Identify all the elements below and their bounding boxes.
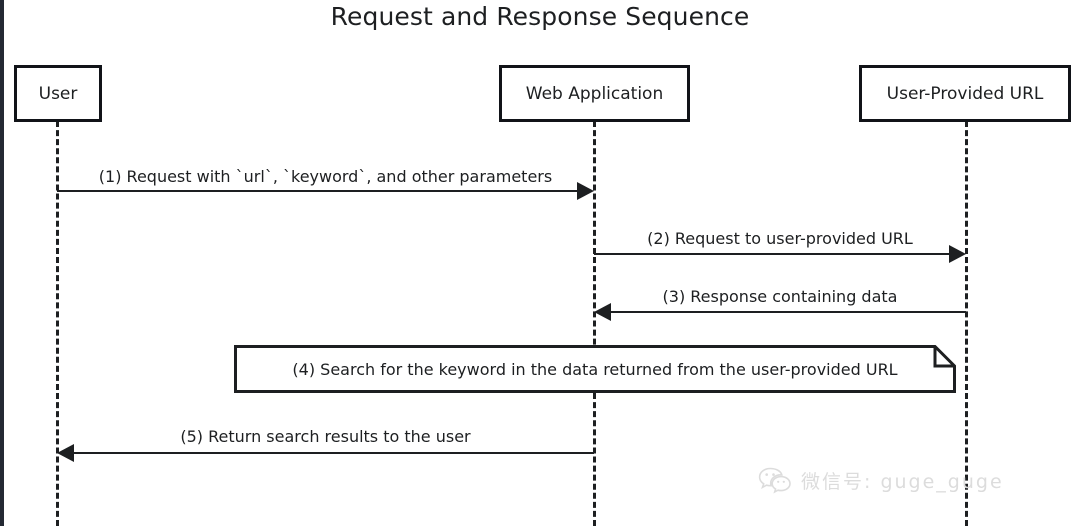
message-5-arrowhead xyxy=(57,444,74,462)
participant-user[interactable]: User xyxy=(14,65,102,122)
note-4: (4) Search for the keyword in the data r… xyxy=(234,345,956,393)
message-1-arrowhead xyxy=(577,182,594,200)
message-1-line xyxy=(57,190,577,192)
lifeline-user xyxy=(56,121,59,526)
participant-user-provided-url-label: User-Provided URL xyxy=(886,83,1044,104)
page-left-border xyxy=(0,0,4,526)
message-5-label: (5) Return search results to the user xyxy=(180,427,471,446)
wechat-icon xyxy=(758,466,792,494)
participant-user-label: User xyxy=(38,83,78,104)
lifeline-url xyxy=(965,121,968,526)
message-3-label: (3) Response containing data xyxy=(662,287,898,306)
participant-user-provided-url[interactable]: User-Provided URL xyxy=(859,65,1071,122)
message-2-line xyxy=(594,253,949,255)
lifeline-web-app xyxy=(593,121,596,526)
message-3-line xyxy=(611,311,966,313)
participant-web-application-label: Web Application xyxy=(525,83,664,104)
message-3-arrowhead xyxy=(594,303,611,321)
note-4-shape xyxy=(234,345,956,393)
message-2-arrowhead xyxy=(949,245,966,263)
message-1-label: (1) Request with `url`, `keyword`, and o… xyxy=(98,167,553,186)
note-4-label: (4) Search for the keyword in the data r… xyxy=(292,359,898,379)
participant-web-application[interactable]: Web Application xyxy=(499,65,690,122)
watermark-text: 微信号: guge_guge xyxy=(801,470,1004,493)
page-title: Request and Response Sequence xyxy=(330,2,750,31)
message-2-label: (2) Request to user-provided URL xyxy=(647,229,913,248)
message-5-line xyxy=(74,452,594,454)
